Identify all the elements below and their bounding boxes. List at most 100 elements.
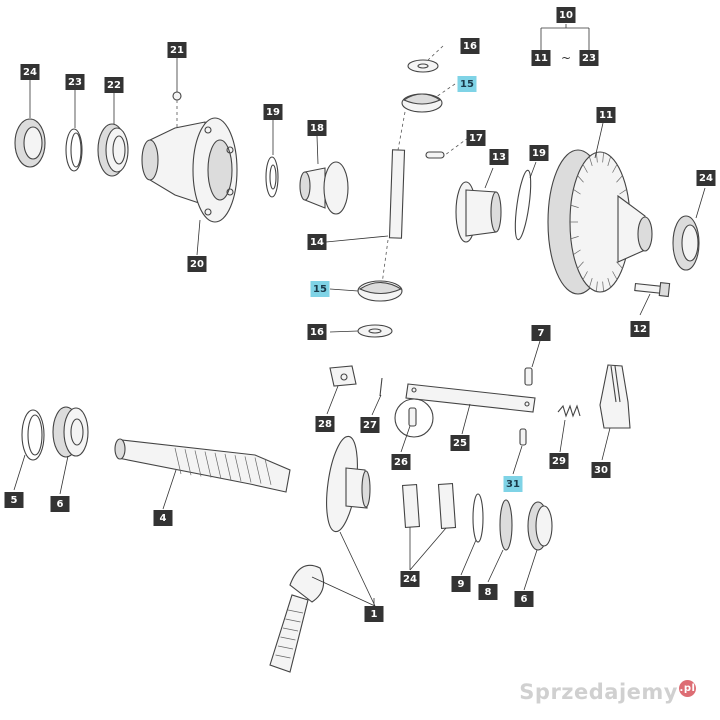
callout-box [529,145,549,161]
callout-label-9: 9 [451,576,471,592]
callout-number: 16 [463,41,477,52]
callout-label-6: 6 [50,496,70,512]
part-19-washer-right [514,169,532,241]
callout-number: 1 [371,609,378,620]
callout-number: 23 [68,77,82,88]
callout-box [307,324,327,340]
callout-label-27: 27 [360,417,380,433]
part-4-splined-shaft [114,438,291,493]
callout-number: 29 [552,456,566,467]
callout-box [364,606,384,622]
callout-number: 19 [532,148,546,159]
callout-number: 16 [310,327,324,338]
callout-number: 6 [57,499,64,510]
callout-number: 24 [403,574,417,585]
callout-box [556,7,576,23]
callout-label-23: 23 [579,50,599,66]
callout-label-10: 10 [556,7,576,23]
part-24-bearing-right [672,215,700,271]
callout-box [696,170,716,186]
part-6-bearing-right [527,501,553,551]
watermark-text: Sprzedajemy [519,680,678,704]
part-29-spring [557,404,581,418]
callout-label-23: 23 [65,74,85,90]
part-23-circlip [65,128,83,172]
callout-number: 22 [107,80,121,91]
part-5-circlip [21,409,45,461]
callout-label-15: 15 [457,76,477,92]
callout-box [489,149,509,165]
callout-number: 7 [538,328,545,339]
callout-box [263,104,283,120]
callout-box [460,38,480,54]
callout-number: 27 [363,420,377,431]
callout-number: 28 [318,419,332,430]
part-31-pin [519,428,527,446]
callout-label-13: 13 [489,149,509,165]
callout-label-6: 6 [514,591,534,607]
callout-box [167,42,187,58]
part-28-block [329,365,357,387]
callout-number: 11 [599,110,613,121]
callout-label-11: 11 [531,50,551,66]
part-1-flange [326,435,371,533]
callout-box [315,416,335,432]
callout-label-19: 19 [529,145,549,161]
part-30-shift-fork [599,364,631,429]
callout-label-28: 28 [315,416,335,432]
callout-box [4,492,24,508]
callout-label-1: 1 [364,606,384,622]
callout-box [503,476,523,492]
part-9-circlip [472,493,484,543]
callout-box [20,64,40,80]
part-27-pin [379,377,383,397]
part-6-bearing-left [52,406,89,458]
part-15-pinion-bottom [357,280,403,302]
callout-number: 6 [521,594,528,605]
callout-number: 14 [310,237,324,248]
callout-box [451,576,471,592]
callout-box [531,50,551,66]
callout-label-14: 14 [307,234,327,250]
part-16-washer-top [407,59,439,73]
callout-number: 26 [394,457,408,468]
callout-box [549,453,569,469]
part-19-washer-left [265,156,279,198]
callout-number: 21 [170,45,184,56]
part-7-pin [524,367,533,386]
callout-box [591,462,611,478]
callout-box [307,234,327,250]
callout-number: 18 [310,123,324,134]
callout-label-24: 24 [696,170,716,186]
callout-number: 17 [469,133,483,144]
part-21-pin [172,91,182,101]
callout-box [457,76,477,92]
callout-number: 10 [559,10,573,21]
part-20-differential-housing [141,117,238,223]
watermark: Sprzedajemy.pl [519,680,696,704]
callout-label-5: 5 [4,492,24,508]
callout-box [514,591,534,607]
callout-label-24: 24 [400,571,420,587]
callout-number: 5 [11,495,18,506]
callout-label-20: 20 [187,256,207,272]
callout-label-18: 18 [307,120,327,136]
part-24-seal-left [14,118,46,168]
callout-number: 23 [582,53,596,64]
part-25-shift-rod [405,383,536,413]
callout-number: 24 [23,67,37,78]
callout-box [531,325,551,341]
callout-box [400,571,420,587]
callout-box [630,321,650,337]
callout-number: 8 [485,587,492,598]
part-15-pinion-top [401,93,443,113]
callout-number: 4 [160,513,167,524]
callout-label-21: 21 [167,42,187,58]
part-1-input-shaft [269,564,325,673]
callout-box [310,281,330,297]
callout-box [153,510,173,526]
callout-label-16: 16 [307,324,327,340]
part-8-washer [499,499,513,551]
